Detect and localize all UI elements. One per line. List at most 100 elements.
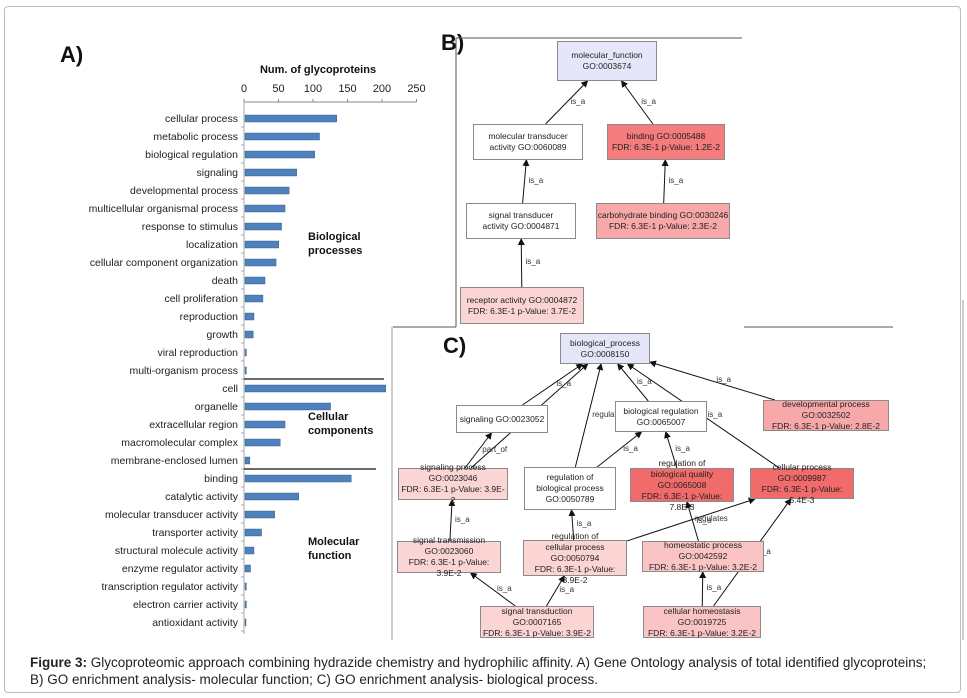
bar	[244, 618, 247, 627]
node-text: GO:0065007	[636, 416, 686, 427]
node-text: cellular process GO:0009987	[772, 461, 832, 483]
category-label: enzyme regulator activity	[122, 563, 239, 575]
bar	[244, 168, 297, 177]
category-label: transporter activity	[152, 527, 239, 539]
node-text: FDR: 6.3E-1 p-Value: 3.9E-2	[408, 557, 490, 578]
panel-c-edge	[469, 572, 516, 607]
panel-b-edge	[545, 80, 589, 125]
category-label: viral reproduction	[157, 347, 238, 359]
panel-label-a: A)	[60, 42, 84, 67]
category-label: structural molecule activity	[115, 545, 239, 557]
panel-label-c: C)	[443, 333, 467, 358]
panel-c-edge	[522, 363, 584, 406]
node-text: homeostatic process GO:0042592	[664, 540, 742, 561]
panel-c-edge-label: is_a	[559, 585, 575, 594]
bar	[244, 240, 280, 249]
panel-c-edge-label: is_a	[576, 519, 592, 528]
bar	[244, 132, 320, 141]
category-label: molecular transducer activity	[105, 509, 239, 521]
category-label: cellular component organization	[90, 257, 238, 269]
node-text: biological_process	[570, 337, 640, 348]
node-text: FDR: 6.3E-1 p-Value: 3.2E-2	[648, 562, 758, 572]
node-text: FDR: 6.3E-1 p-Value: 3.9E-2	[401, 484, 505, 505]
category-label: cell proliferation	[164, 293, 238, 305]
node-text: GO:0003674	[582, 61, 632, 71]
node-text: FDR: 6.3E-1 p-Value: 7.8E-3	[641, 490, 723, 512]
node-text: signaling GO:0023052	[459, 413, 545, 424]
bar	[244, 600, 247, 609]
bar	[244, 222, 282, 231]
node-text: biological quality GO:0065008	[650, 468, 714, 490]
group-label: Cellular	[308, 411, 349, 423]
category-label: signaling	[197, 167, 239, 179]
node-text: regulation of	[658, 457, 706, 468]
bar	[244, 582, 247, 591]
panel-b-edge	[522, 159, 530, 204]
panel-c-edge-label: is_a	[675, 444, 690, 453]
panel-c-edge	[546, 575, 565, 607]
panel-c-edge-label: is_a	[623, 443, 638, 453]
bar	[244, 492, 300, 501]
panel-b-edge	[517, 238, 525, 288]
group-label: Biological	[308, 231, 361, 243]
category-label: multicellular organismal process	[89, 203, 238, 215]
bar	[244, 276, 266, 285]
panel-c-edge	[568, 509, 576, 541]
panel-c-edge	[596, 431, 643, 468]
category-label: extracellular region	[149, 419, 238, 431]
category-label: cellular process	[165, 113, 238, 125]
node-text: receptor activity GO:0004872	[466, 294, 578, 305]
node-text: developmental process GO:0032502	[782, 399, 870, 420]
panel-b-edge-label: is_a	[570, 96, 586, 106]
node-text: cellular process GO:0050794	[545, 541, 605, 563]
panel-c-edge	[699, 571, 707, 607]
node-text: binding GO:0005488	[626, 131, 706, 141]
panel-b-edge	[620, 80, 654, 125]
node-text: molecular_function	[571, 50, 643, 60]
panel-c-edge-label: regulates	[592, 409, 626, 419]
node-text: GO:0050789	[545, 494, 595, 504]
panel-c-edge-label: is_a	[706, 583, 722, 592]
bar	[244, 366, 247, 375]
bar	[244, 294, 264, 303]
bar	[244, 510, 275, 519]
bar	[244, 186, 290, 195]
category-label: macromolecular complex	[121, 437, 238, 449]
panel-b-edge	[661, 159, 669, 204]
panel-c-node-sig: signaling GO:0023052	[456, 405, 548, 433]
category-label: death	[212, 275, 238, 287]
panel-b-edge-label: is_a	[528, 175, 544, 185]
group-label: processes	[308, 245, 362, 257]
bar	[244, 474, 352, 483]
panel-c-edge	[664, 431, 678, 469]
node-text: carbohydrate binding GO:0030246	[597, 210, 729, 220]
bar	[244, 312, 255, 321]
bar	[244, 546, 255, 555]
node-text: FDR: 6.3E-1 p-Value: 3.9E-2	[534, 563, 616, 585]
category-label: electron carrier activity	[133, 599, 239, 611]
bar	[244, 456, 251, 465]
node-text: FDR: 6.3E-1 p-Value: 3.9E-2	[482, 627, 592, 638]
bar	[244, 438, 281, 447]
bar	[244, 330, 254, 339]
panel-c-edge-label: is_a	[716, 375, 732, 385]
node-text: biological regulation	[623, 405, 699, 416]
group-label: function	[308, 550, 352, 562]
bar	[244, 348, 247, 357]
x-tick-label: 100	[304, 83, 322, 95]
bar	[244, 204, 286, 213]
node-text: regulation of	[546, 472, 594, 482]
